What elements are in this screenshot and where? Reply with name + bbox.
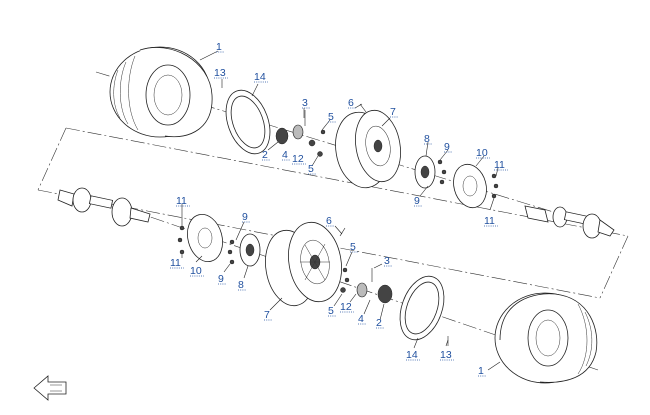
callout-label: 11 — [484, 215, 495, 227]
brake-disc-lower — [177, 214, 223, 262]
drive-shaft-right — [524, 205, 615, 239]
callout-label: 10 — [190, 265, 202, 277]
leader-lines — [181, 50, 501, 371]
callout-label: 11 — [176, 195, 187, 207]
callout-label: 8 — [424, 133, 430, 145]
callout-label: 7 — [264, 309, 270, 321]
callout-label: 14 — [254, 71, 266, 83]
rim-lower — [265, 221, 346, 307]
callout-label: 8 — [238, 279, 244, 291]
callout-label: 6 — [326, 215, 332, 227]
brake-disc-upper — [453, 163, 499, 209]
callout-label: 3 — [384, 255, 390, 267]
beadlock-ring-upper — [225, 89, 271, 155]
callout-label: 4 — [282, 149, 288, 161]
drive-shaft-left — [57, 187, 151, 227]
callout-label: 5 — [350, 241, 356, 253]
callout-underlines — [170, 51, 508, 377]
callout-label: 1 — [216, 41, 222, 53]
callout-label: 1 — [478, 365, 484, 377]
hub-lower — [227, 233, 261, 267]
callout-label: 5 — [328, 111, 334, 123]
hub-nut-lower — [340, 267, 393, 304]
callout-label: 9 — [218, 273, 224, 285]
callout-label: 7 — [390, 106, 396, 118]
callout-label: 10 — [476, 147, 488, 159]
callout-label: 9 — [444, 141, 450, 153]
hub-upper — [414, 155, 447, 189]
callout-label: 4 — [358, 313, 364, 325]
callout-label: 11 — [170, 257, 181, 269]
hub-nut-upper — [275, 110, 326, 157]
callout-label: 9 — [242, 211, 248, 223]
tire-upper — [109, 46, 213, 138]
callout-label: 6 — [348, 97, 354, 109]
callout-label: 5 — [308, 163, 314, 175]
callout-label: 2 — [262, 149, 268, 161]
callout-label: 9 — [414, 195, 420, 207]
callout-label: 13 — [214, 67, 226, 79]
callout-label: 12 — [292, 153, 304, 165]
callout-label: 3 — [302, 97, 308, 109]
beadlock-ring-lower — [399, 275, 445, 341]
callout-labels: 1 13 14 3 6 7 5 2 4 12 5 8 9 9 10 11 11 … — [170, 41, 505, 377]
callout-label: 14 — [406, 349, 418, 361]
tire-lower — [447, 292, 598, 384]
rim-upper — [335, 103, 401, 189]
callout-label: 2 — [376, 317, 382, 329]
callout-label: 5 — [328, 305, 334, 317]
callout-label: 13 — [440, 349, 452, 361]
callout-label: 11 — [494, 159, 505, 171]
callout-label: 12 — [340, 301, 352, 313]
front-direction-arrow-icon — [33, 375, 67, 401]
